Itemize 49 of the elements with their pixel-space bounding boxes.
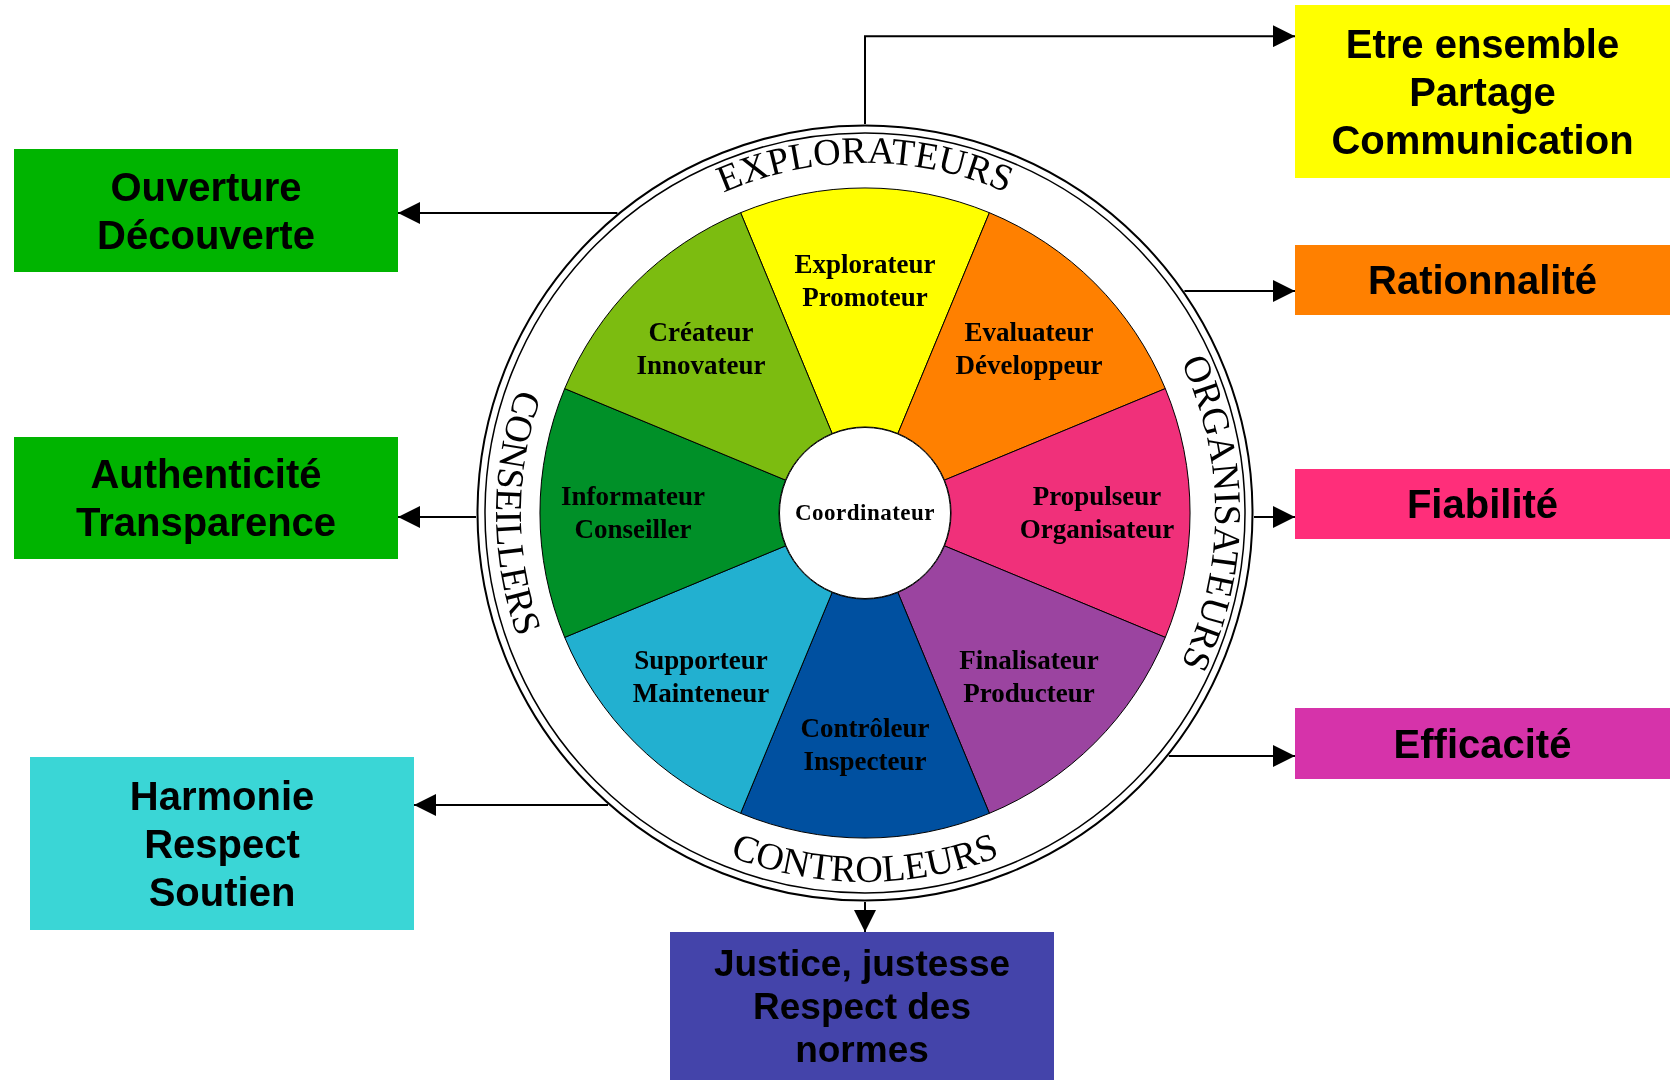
ring-label: CONTROLEURS xyxy=(727,824,1003,890)
value-box xyxy=(30,757,414,930)
value-text: Respect xyxy=(144,820,300,868)
value-text: Efficacité xyxy=(1393,720,1572,768)
value-box xyxy=(14,437,398,559)
role-label: Finalisateur xyxy=(959,644,1099,678)
role-label: Contrôleur xyxy=(800,712,930,745)
role-label: Mainteneur xyxy=(632,677,770,711)
arrow xyxy=(397,202,619,224)
value-text: Harmonie xyxy=(129,772,315,820)
arrow xyxy=(1253,506,1296,528)
value-box xyxy=(670,932,1054,1080)
value-box xyxy=(1295,245,1670,315)
value-text: Rationnalité xyxy=(1368,257,1597,304)
value-box xyxy=(1295,708,1670,779)
role-label: Propulseur xyxy=(1032,480,1162,513)
arrow xyxy=(1183,280,1296,302)
value-text: Authenticité xyxy=(90,451,322,498)
value-text: Ouverture xyxy=(110,163,302,211)
role-label: Supporteur xyxy=(634,644,768,678)
ring-label: EXPLORATEURS xyxy=(710,128,1020,201)
value-box xyxy=(1295,469,1670,539)
value-text: Justice, justesse xyxy=(713,941,1011,985)
role-label: Organisateur xyxy=(1019,513,1175,546)
arrow xyxy=(1167,745,1296,767)
value-text: Partage xyxy=(1409,68,1556,116)
role-label: Conseiller xyxy=(574,513,692,546)
role-label: Créateur xyxy=(648,315,754,349)
value-text: Fiabilité xyxy=(1406,481,1559,528)
value-text: Communication xyxy=(1331,116,1634,164)
role-label: Producteur xyxy=(963,677,1095,711)
arrow xyxy=(864,25,1296,125)
role-label: Explorateur xyxy=(794,248,936,281)
value-text: Découverte xyxy=(97,211,315,259)
role-label: Innovateur xyxy=(636,348,766,382)
role-label: Inspecteur xyxy=(803,745,927,778)
value-text: Transparence xyxy=(75,499,337,546)
value-box xyxy=(1295,5,1670,178)
role-label: Evaluateur xyxy=(964,315,1094,349)
value-text: Soutien xyxy=(148,868,296,916)
value-text: Respect des normes xyxy=(752,984,972,1071)
value-box xyxy=(14,149,398,272)
value-text: Etre ensemble xyxy=(1345,20,1620,68)
role-label: Promoteur xyxy=(802,281,928,314)
arrow xyxy=(413,794,609,816)
role-label: Développeur xyxy=(955,348,1103,382)
arrow xyxy=(854,901,876,933)
role-label: Informateur xyxy=(561,480,705,513)
arrow xyxy=(397,506,477,528)
